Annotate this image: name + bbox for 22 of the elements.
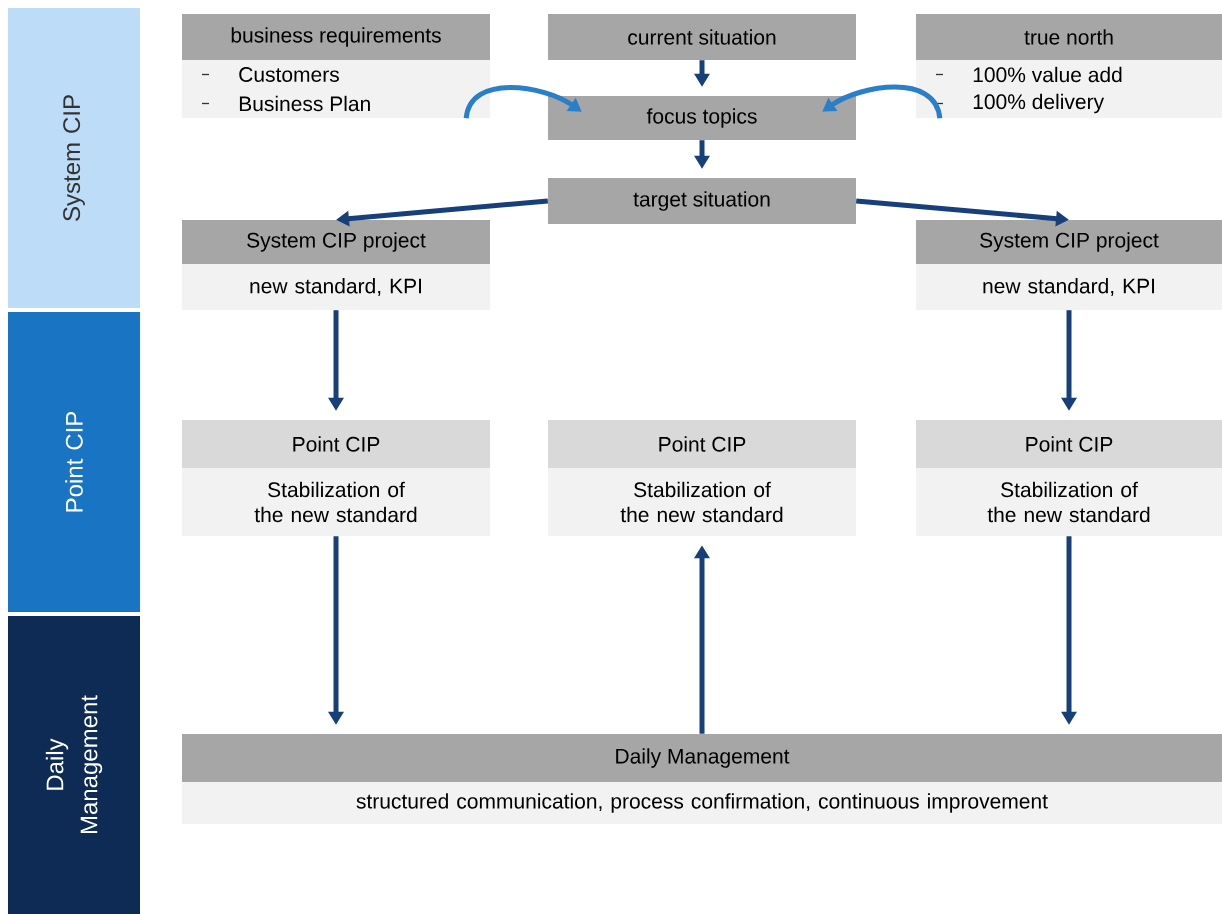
node-label: System CIP project: [980, 232, 1159, 252]
band: Daily Management: [8, 616, 140, 914]
node-label: business requirements: [231, 27, 441, 47]
process-box: Daily Management structured communication, process confirmation, continuous improvement: [182, 734, 1222, 824]
process-box: Point CIP Stabilization of the new standard: [548, 420, 856, 536]
process-box: true north 100% value add 100% delivery: [916, 14, 1222, 118]
process-box: Point CIP Stabilization of the new standard: [916, 420, 1222, 536]
band: System CIP: [8, 8, 140, 308]
band: Point CIP: [8, 312, 140, 612]
process-box: business requirements Customers Business Plan: [182, 14, 490, 118]
node-label: Point CIP: [293, 436, 380, 452]
node-label: Point CIP: [659, 436, 746, 452]
process-box: System CIP project new standard, KPI: [182, 220, 490, 310]
process-box: current situation: [548, 14, 856, 60]
node-label: Point CIP: [1026, 436, 1113, 452]
process-box: focus topics: [548, 96, 856, 140]
node-label: structured communication, process confirmation, continuous improvement: [356, 793, 1048, 813]
node-label: true north: [1024, 29, 1113, 45]
process-box: Point CIP Stabilization of the new standard: [182, 420, 490, 536]
process-box: System CIP project new standard, KPI: [916, 220, 1222, 310]
node-label: System CIP project: [247, 232, 426, 252]
process-box: target situation: [548, 178, 856, 224]
